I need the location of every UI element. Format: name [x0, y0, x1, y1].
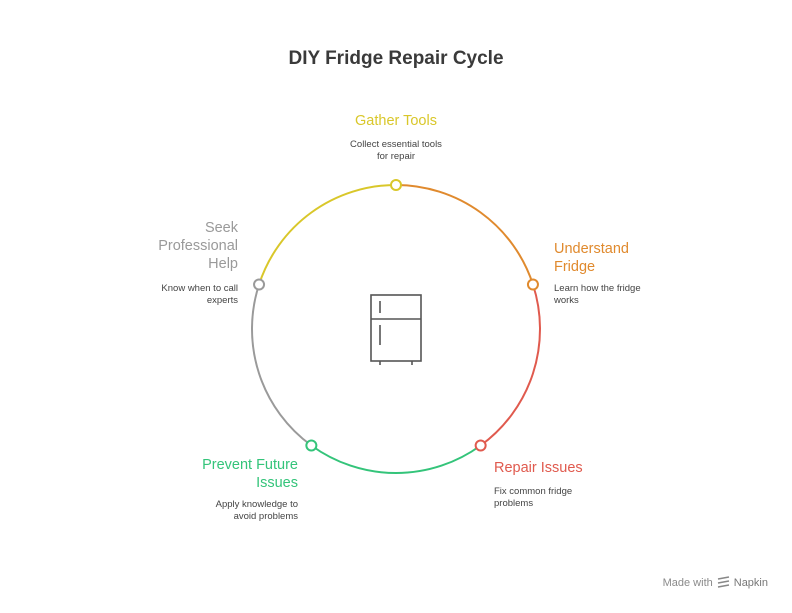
cycle-node-seek-professional-help — [253, 278, 266, 291]
cycle-arc-seek-professional-help — [251, 284, 312, 447]
cycle-arc-gather-tools — [258, 184, 397, 285]
step-desc-repair-issues: Fix common fridge problems — [494, 486, 573, 509]
cycle-node-understand-fridge — [526, 278, 539, 291]
step-title-seek-professional-help: Seek Professional Help — [158, 220, 238, 272]
step-title-repair-issues: Repair Issues — [494, 460, 583, 476]
cycle-arc-understand-fridge — [395, 184, 534, 285]
cycle-arc-repair-issues — [480, 284, 541, 447]
step-desc-prevent-future-issues: Apply knowledge to avoid problems — [215, 499, 298, 522]
cycle-node-prevent-future-issues — [305, 439, 318, 452]
fridge-icon — [370, 294, 422, 365]
step-title-prevent-future-issues: Prevent Future Issues — [202, 457, 298, 491]
made-with-label: Made with — [662, 576, 713, 589]
cycle-node-gather-tools — [390, 179, 402, 191]
step-title-gather-tools: Gather Tools — [355, 113, 437, 129]
napkin-logo-icon — [717, 576, 729, 588]
step-desc-seek-professional-help: Know when to call experts — [161, 283, 238, 306]
cycle-node-repair-issues — [474, 439, 487, 452]
step-title-understand-fridge: Understand Fridge — [554, 241, 629, 275]
footer-attribution: Made with Napkin — [663, 576, 768, 589]
step-desc-gather-tools: Collect essential tools for repair — [350, 139, 442, 162]
step-desc-understand-fridge: Learn how the fridge works — [554, 283, 641, 306]
diagram-title: DIY Fridge Repair Cycle — [288, 48, 504, 69]
cycle-arc-prevent-future-issues — [310, 444, 482, 474]
napkin-brand-label: Napkin — [733, 576, 768, 589]
